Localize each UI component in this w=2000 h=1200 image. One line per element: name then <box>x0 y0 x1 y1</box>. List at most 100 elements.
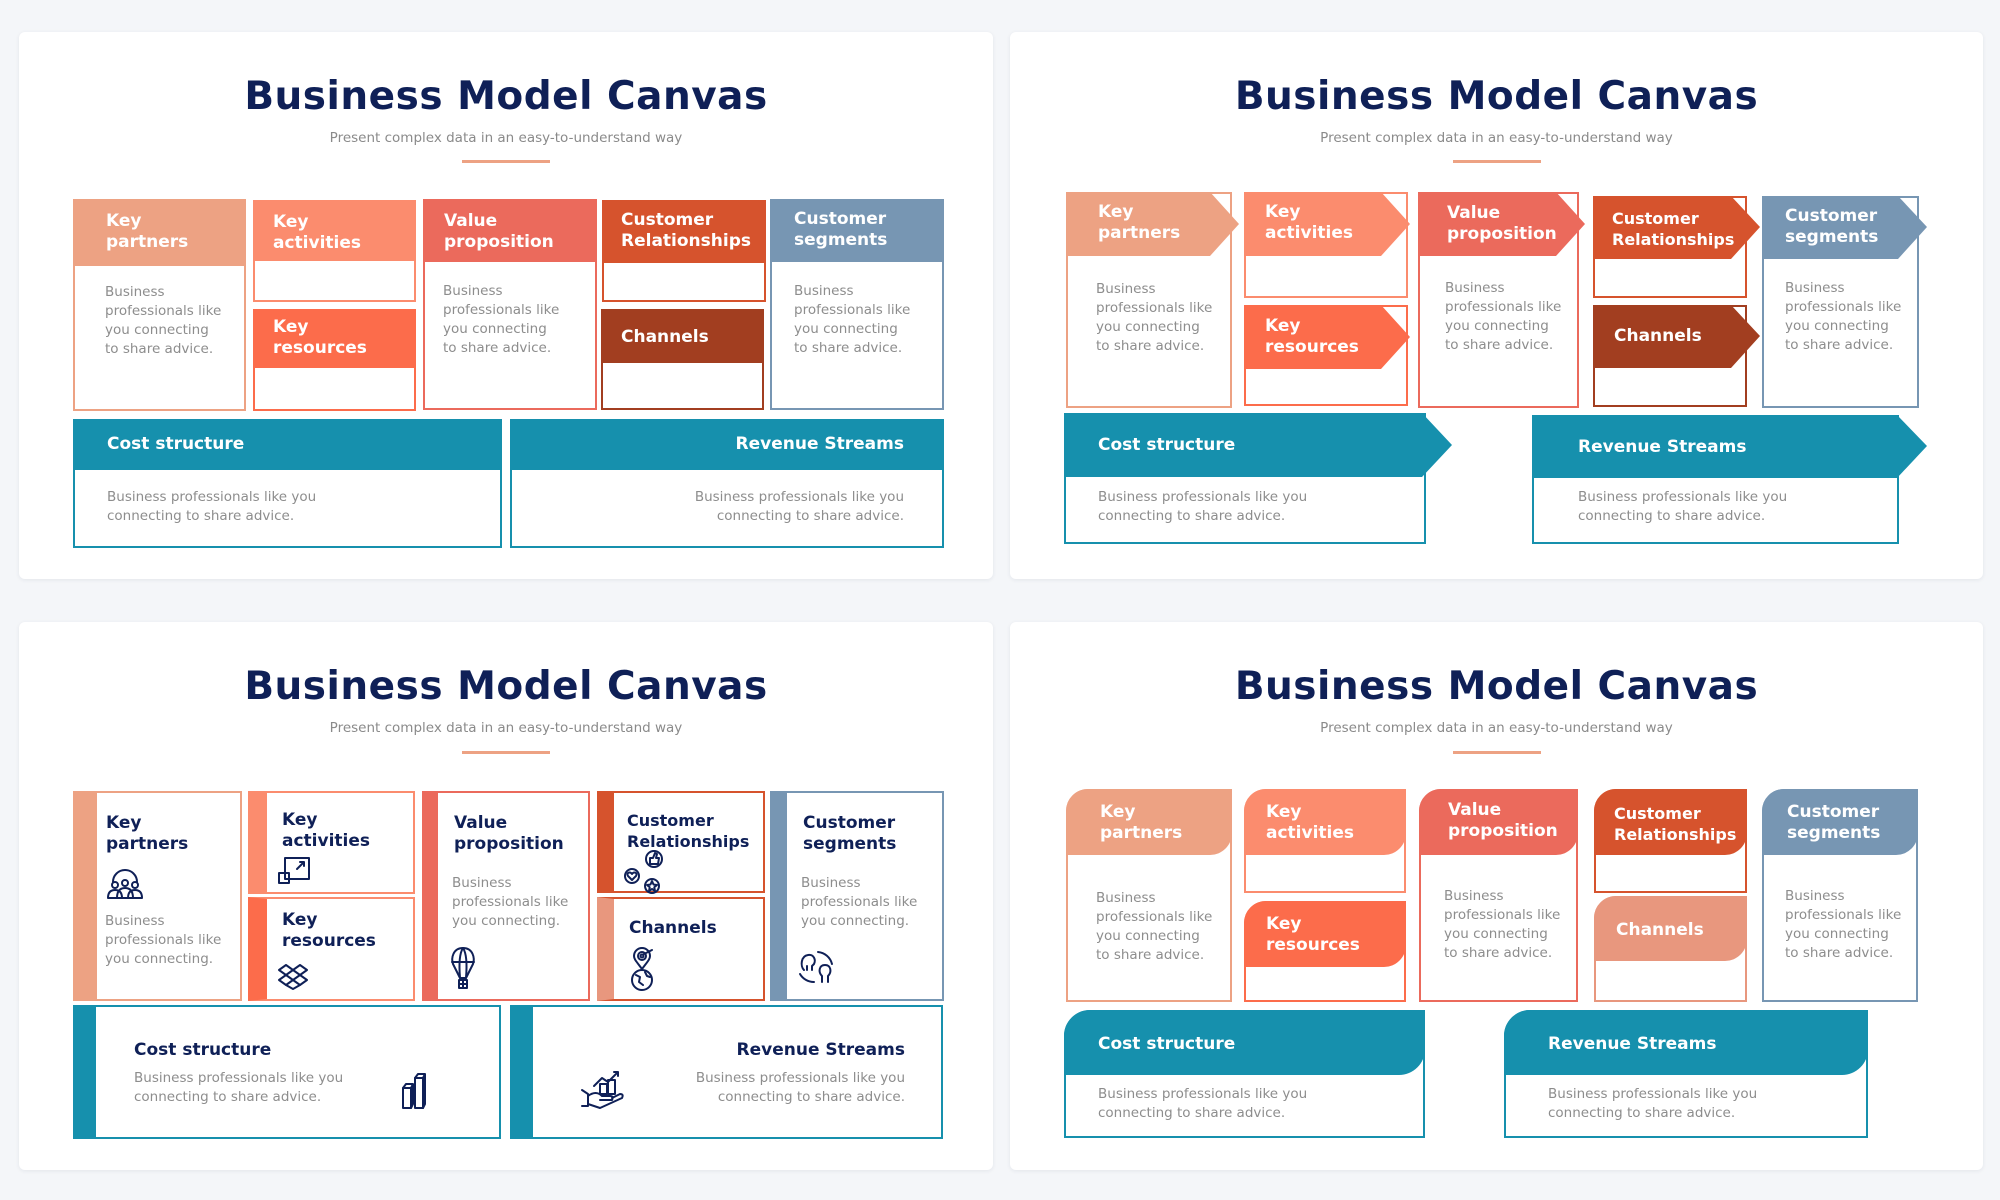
block-label: Key <box>1266 802 1302 822</box>
block-label: Customer <box>1787 802 1880 822</box>
block-label: Revenue Streams <box>1578 437 1747 457</box>
globe-target-pin-icon <box>631 947 653 991</box>
block-label: Key <box>106 211 142 231</box>
slide-subtitle: Present complex data in an easy-to-under… <box>1320 720 1673 736</box>
block-label: Customer <box>621 210 714 230</box>
block-key-partners[interactable]: Key partners <box>1066 192 1236 244</box>
slide-title: Business Model Canvas <box>244 664 768 709</box>
block-cost-structure[interactable] <box>73 1005 501 1139</box>
block-label: Cost structure <box>134 1040 272 1060</box>
block-desc: Business <box>105 913 165 929</box>
block-revenue-streams[interactable]: Revenue Streams <box>1532 415 1892 458</box>
block-desc: professionals like <box>1445 299 1562 315</box>
block-key-resources[interactable] <box>248 897 415 1001</box>
block-desc: to share advice. <box>794 340 903 356</box>
block-label: Customer <box>1614 804 1701 823</box>
block-label: Channels <box>1614 326 1702 346</box>
block-customer-segments[interactable] <box>770 791 944 1001</box>
title-divider <box>1453 751 1541 754</box>
block-label: segments <box>1787 823 1881 843</box>
block-label: partners <box>106 834 189 854</box>
block-desc: you connecting <box>1096 928 1200 944</box>
block-label: resources <box>1266 935 1360 955</box>
block-label: Key <box>1100 802 1136 822</box>
block-label: Cost structure <box>107 434 245 454</box>
block-label: Value <box>454 813 508 833</box>
block-desc: Business <box>794 283 854 299</box>
block-label: Customer <box>1612 209 1699 228</box>
block-desc: you connecting. <box>452 913 561 929</box>
block-label: Customer <box>794 209 887 229</box>
block-label: segments <box>794 230 888 250</box>
block-key-partners[interactable] <box>73 791 242 1001</box>
block-desc: you connecting <box>1785 318 1889 334</box>
block-label: Cost structure <box>1098 1034 1236 1054</box>
block-key-activities[interactable] <box>248 791 415 894</box>
block-desc: you connecting <box>1444 926 1548 942</box>
slide-subtitle: Present complex data in an easy-to-under… <box>1320 130 1673 146</box>
block-desc: Business <box>1096 890 1156 906</box>
block-label: Key <box>273 212 309 232</box>
block-label: Key <box>106 813 142 833</box>
block-desc: Business <box>1785 280 1845 296</box>
block-desc: to share advice. <box>1444 945 1553 961</box>
block-desc: professionals like <box>794 302 911 318</box>
block-desc: Business <box>1445 280 1505 296</box>
block-desc: professionals like <box>1444 907 1561 923</box>
block-label: Revenue Streams <box>1548 1034 1717 1054</box>
block-channels[interactable]: Channels <box>1593 305 1753 347</box>
block-desc: professionals like <box>1096 909 1213 925</box>
block-label: proposition <box>444 232 554 252</box>
expand-icon <box>278 857 310 884</box>
block-customer-relationships[interactable]: Customer Relationships <box>1593 196 1753 250</box>
block-desc: Business <box>1785 888 1845 904</box>
block-desc: connecting to share advice. <box>1578 508 1766 524</box>
block-desc: you connecting <box>1785 926 1889 942</box>
block-label: Revenue Streams <box>736 1040 905 1060</box>
thumbs-up-icon <box>645 850 663 868</box>
block-label: Value <box>1448 800 1502 820</box>
block-label: Key <box>1265 316 1301 336</box>
title-divider <box>462 160 550 163</box>
block-desc: connecting to share advice. <box>716 508 904 524</box>
block-label: Relationships <box>1614 825 1737 844</box>
block-revenue-streams[interactable] <box>510 1005 943 1139</box>
block-desc: Business <box>801 875 861 891</box>
block-desc: to share advice. <box>1096 947 1205 963</box>
block-desc: professionals like <box>452 894 569 910</box>
block-desc: Business professionals like you <box>134 1070 344 1086</box>
slide-title: Business Model Canvas <box>1234 664 1759 709</box>
dropbox-icon <box>278 964 308 990</box>
star-icon <box>644 878 660 894</box>
block-label: segments <box>803 834 897 854</box>
block-key-resources[interactable]: Key resources <box>1244 305 1404 358</box>
block-desc: you connecting <box>1096 319 1200 335</box>
block-desc: to share advice. <box>1785 945 1894 961</box>
block-label: partners <box>106 232 189 252</box>
block-customer-segments[interactable]: Customer segments <box>1762 196 1922 248</box>
block-label: Key <box>1098 202 1134 222</box>
block-desc: you connecting <box>794 321 898 337</box>
block-desc: you connecting <box>105 322 209 338</box>
block-desc: you connecting. <box>105 951 214 967</box>
title-divider <box>462 751 550 754</box>
block-channels[interactable] <box>597 897 765 1001</box>
block-label: activities <box>273 233 362 253</box>
block-value-proposition[interactable]: Value proposition <box>1418 192 1578 245</box>
block-label: Key <box>1266 914 1302 934</box>
hand-coins-growth-icon <box>581 1071 624 1109</box>
block-desc: you connecting <box>443 321 547 337</box>
block-desc: Business <box>452 875 512 891</box>
block-label: proposition <box>1448 821 1558 841</box>
block-desc: Business <box>1444 888 1504 904</box>
block-key-activities[interactable]: Key activities <box>1244 192 1404 244</box>
block-desc: connecting to share advice. <box>717 1089 905 1105</box>
slide-title: Business Model Canvas <box>244 74 768 119</box>
block-desc: Business professionals like you <box>107 489 317 505</box>
block-label: activities <box>282 831 371 851</box>
block-desc: to share advice. <box>1096 338 1205 354</box>
block-label: Value <box>1447 203 1501 223</box>
block-cost-structure[interactable]: Cost structure <box>1064 413 1424 456</box>
block-value-proposition[interactable] <box>422 791 590 1001</box>
block-label: Customer <box>627 811 714 830</box>
